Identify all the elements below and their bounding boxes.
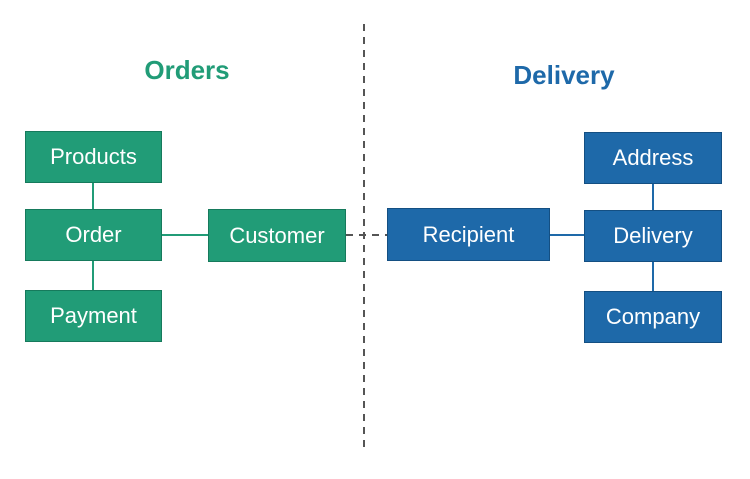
node-recipient[interactable]: Recipient <box>387 208 550 261</box>
node-payment[interactable]: Payment <box>25 290 162 342</box>
delivery-context-title: Delivery <box>513 60 615 90</box>
node-delivery-label: Delivery <box>613 223 693 248</box>
node-order[interactable]: Order <box>25 209 162 261</box>
node-address-label: Address <box>612 145 694 170</box>
node-payment-label: Payment <box>50 303 137 328</box>
node-customer[interactable]: Customer <box>208 209 346 262</box>
node-company[interactable]: Company <box>584 291 722 343</box>
node-order-label: Order <box>65 222 122 247</box>
node-recipient-label: Recipient <box>422 221 515 247</box>
node-products[interactable]: Products <box>25 131 162 183</box>
node-company-label: Company <box>605 304 701 329</box>
node-products-label: Products <box>50 144 137 169</box>
node-customer-label: Customer <box>229 222 325 248</box>
node-address[interactable]: Address <box>584 132 722 184</box>
node-delivery[interactable]: Delivery <box>584 210 722 262</box>
orders-context-title: Orders <box>144 55 230 85</box>
